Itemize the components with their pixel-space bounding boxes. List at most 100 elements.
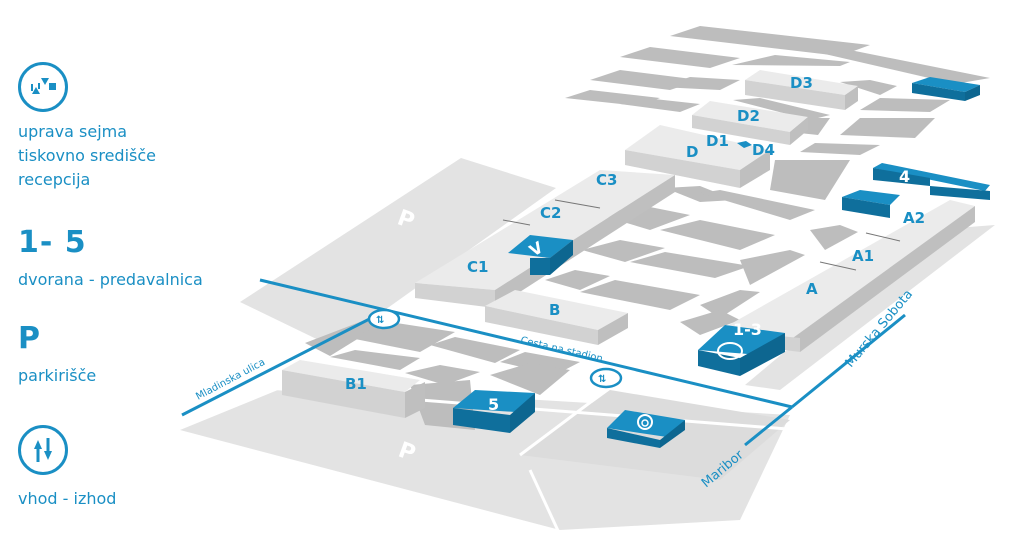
building-b1-top[interactable] xyxy=(282,360,420,392)
lot xyxy=(305,320,380,356)
legend-admin-line-3: recepcija xyxy=(18,170,91,189)
legend-halls: 1- 5 dvorana - predavalnica xyxy=(18,226,203,292)
building-c-front xyxy=(415,283,495,308)
svg-text:⇅: ⇅ xyxy=(376,315,384,326)
lot xyxy=(790,44,990,84)
hall-13-front xyxy=(698,350,740,376)
lot xyxy=(582,240,665,262)
hall-v-top[interactable] xyxy=(508,235,573,258)
parking-lot-north[interactable] xyxy=(240,158,556,347)
hall-top-right-front xyxy=(912,83,965,101)
lot xyxy=(660,77,740,90)
building-d-front xyxy=(625,150,740,188)
legend-entrance: vhod - izhod xyxy=(18,425,116,511)
admin-office-icon xyxy=(18,62,68,112)
svg-text:⇅: ⇅ xyxy=(598,374,606,385)
legend-parking-symbol: P xyxy=(18,321,41,356)
building-d2-top[interactable] xyxy=(692,101,808,132)
post-office-side xyxy=(660,420,685,448)
building-d2-front xyxy=(692,115,790,145)
building-b1-side xyxy=(405,382,425,418)
legend-halls-symbol: 1- 5 xyxy=(18,225,87,260)
label-5: 5 xyxy=(488,395,499,414)
building-d4-marker[interactable] xyxy=(737,141,752,148)
legend-admin: uprava sejma tiskovno središče recepcija xyxy=(18,62,156,192)
building-d2-side xyxy=(790,117,808,145)
hall-4-lower-front xyxy=(842,197,890,218)
hall-v-front xyxy=(530,258,550,275)
building-b-front xyxy=(485,306,598,345)
road-murska xyxy=(791,313,906,409)
lot xyxy=(405,365,480,385)
hall-5-side xyxy=(510,393,535,433)
hall-4-lower-top[interactable] xyxy=(842,190,900,205)
hall-4-top[interactable] xyxy=(873,163,990,191)
building-d3-side xyxy=(845,86,858,110)
building-b-top[interactable] xyxy=(485,290,628,330)
road-mladinska xyxy=(181,310,384,417)
building-d3-front xyxy=(745,80,845,110)
road-cesta-na-stadion xyxy=(259,278,793,409)
lot xyxy=(700,190,815,220)
lot xyxy=(733,98,830,120)
divider xyxy=(819,261,857,271)
label-c2: C2 xyxy=(540,204,561,222)
label-4: 4 xyxy=(899,167,910,186)
building-b-side xyxy=(598,313,628,345)
hall-top-right-top[interactable] xyxy=(912,77,980,92)
label-d4: D4 xyxy=(752,141,775,159)
label-b1: B1 xyxy=(345,375,367,393)
lot xyxy=(545,270,610,290)
building-a-top[interactable] xyxy=(720,200,975,340)
post-horn-icon xyxy=(637,414,653,430)
label-d: D xyxy=(686,143,698,161)
lot xyxy=(800,143,880,155)
label-13: 1-3 xyxy=(733,320,762,339)
parking-label-south: P xyxy=(395,438,419,467)
hall-5-top[interactable] xyxy=(453,390,535,412)
post-office-front xyxy=(607,428,660,448)
lot xyxy=(732,55,850,66)
label-d1: D1 xyxy=(706,132,729,150)
building-b1-front xyxy=(282,370,405,418)
lot xyxy=(770,160,850,200)
label-a: A xyxy=(806,280,818,298)
lot xyxy=(810,225,858,250)
building-d-top[interactable] xyxy=(625,125,770,170)
legend-entrance-text: vhod - izhod xyxy=(18,489,117,508)
lot xyxy=(620,47,740,68)
lot xyxy=(660,220,775,250)
building-d3-top[interactable] xyxy=(745,70,858,95)
lot xyxy=(630,252,750,278)
entrance-exit-icon[interactable]: ⇅ xyxy=(589,367,623,389)
legend-parking: P parkirišče xyxy=(18,322,96,388)
label-c1: C1 xyxy=(467,258,488,276)
legend-halls-text: dvorana - predavalnica xyxy=(18,270,203,289)
legend-admin-line-1: uprava sejma xyxy=(18,122,128,141)
lot xyxy=(700,290,760,318)
divider xyxy=(865,232,901,242)
divider xyxy=(554,199,601,209)
label-d2: D2 xyxy=(737,107,760,125)
lot xyxy=(840,80,897,95)
roads xyxy=(181,278,906,447)
legend-admin-line-2: tiskovno središče xyxy=(18,146,157,165)
entrance-exit-icon[interactable]: ⇅ xyxy=(367,308,401,330)
halls: V 4 1-3 5 xyxy=(453,77,990,448)
building-d-side xyxy=(740,150,770,188)
lots xyxy=(305,26,990,430)
strip-murska xyxy=(745,225,995,390)
legend-parking-text: parkirišče xyxy=(18,366,97,385)
hall-4-front xyxy=(873,168,930,186)
lot xyxy=(620,98,700,112)
hall-v-side xyxy=(550,240,573,275)
label-a2: A2 xyxy=(903,209,925,227)
building-c-top[interactable] xyxy=(415,170,675,290)
label-c3: C3 xyxy=(596,171,617,189)
admin-office-icon xyxy=(717,342,743,360)
lot xyxy=(740,250,805,285)
lot xyxy=(490,363,570,395)
building-a-side xyxy=(790,206,975,352)
lot xyxy=(350,322,455,352)
